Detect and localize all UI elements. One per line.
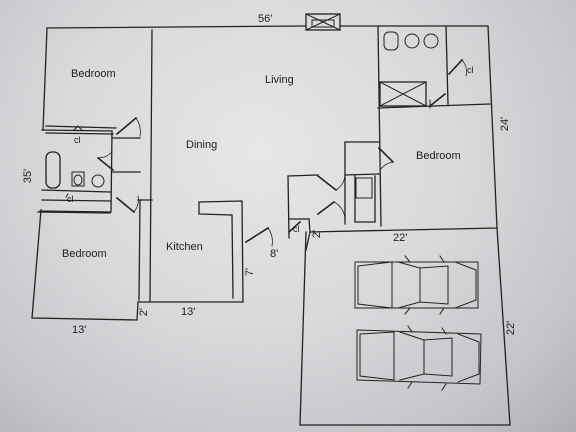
door [96, 156, 115, 172]
dimension-right-upper: 24' [499, 116, 512, 132]
interior-wall [112, 137, 141, 173]
dimension-kitchen-gap: 7' [244, 267, 257, 277]
room-label-kitchen: Kitchen [166, 241, 203, 253]
dimension-left: 35' [22, 168, 35, 184]
interior-wall [287, 174, 376, 239]
door [447, 58, 464, 76]
closet-label-master: cl [467, 65, 474, 75]
dimension-right-lower: 22' [505, 320, 518, 336]
dimension-entry-gap: 8' [270, 248, 279, 260]
sink [91, 174, 105, 188]
room-label-living: Living [265, 74, 294, 86]
room-label-dining: Dining [186, 139, 218, 151]
exterior-wall [46, 25, 498, 233]
interior-wall [344, 141, 380, 176]
interior-wall [377, 25, 491, 227]
dimension-step: 2' [138, 307, 151, 317]
closet-label-bath: cl [67, 194, 74, 204]
room-label-bedroom-nw: Bedroom [71, 68, 116, 80]
dimension-bottom-mid: 13' [181, 306, 196, 318]
dimension-top: 56' [258, 13, 273, 25]
door [287, 220, 302, 234]
interior-wall [45, 125, 117, 135]
sink-e1 [404, 33, 420, 49]
room-label-bedroom-sw: Bedroom [62, 248, 107, 260]
appliance [355, 177, 373, 199]
dimension-garage-gap: 2' [311, 229, 324, 239]
interior-wall [37, 199, 153, 214]
door [115, 196, 136, 214]
exterior-wall-left [31, 27, 244, 321]
toilet-e [383, 31, 399, 51]
dimension-garage-top: 22' [393, 232, 408, 244]
interior-wall [288, 218, 311, 233]
door [428, 92, 447, 108]
door [377, 146, 395, 164]
fireplace [305, 13, 341, 31]
room-label-bedroom-e: Bedroom [416, 150, 461, 162]
toilet [71, 171, 85, 187]
bath-walls [39, 129, 113, 213]
shower [379, 81, 427, 107]
garage-wall [299, 227, 511, 426]
car-1 [354, 255, 479, 315]
bathtub [45, 151, 61, 189]
door [115, 116, 138, 136]
door [244, 226, 270, 244]
closet-label-hall: cl [74, 135, 81, 145]
interior-wall [138, 29, 153, 303]
car-2 [356, 325, 482, 391]
door [316, 200, 336, 216]
closet-label-entry: cl [293, 224, 300, 234]
dimension-bottom-left: 13' [72, 324, 87, 336]
door [316, 174, 338, 192]
sink-e2 [423, 33, 439, 49]
